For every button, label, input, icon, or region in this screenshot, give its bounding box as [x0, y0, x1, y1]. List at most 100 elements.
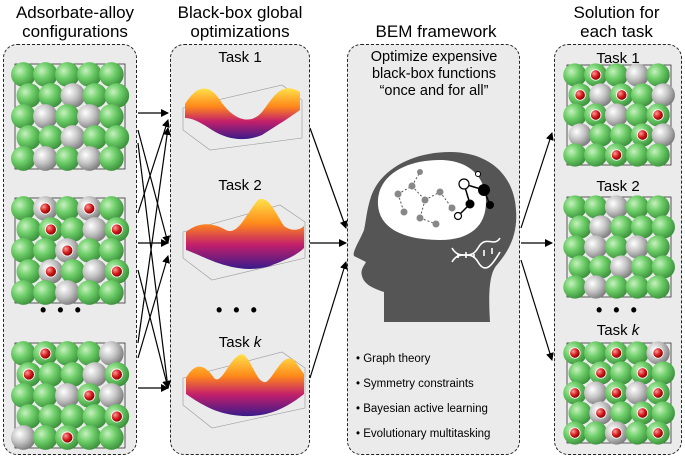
- bem-description-line2: black-box functions: [371, 66, 497, 82]
- metal-atom-green: [646, 63, 670, 87]
- metal-atom-green: [104, 125, 130, 150]
- bullet-bayesian-text: Bayesian active learning: [363, 403, 488, 415]
- metal-atom-green: [604, 235, 629, 259]
- adsorbate-atom-red: [44, 223, 57, 236]
- metal-atom-green: [563, 195, 587, 219]
- metal-atom-grey: [33, 104, 58, 129]
- header-configurations-line1: Adsorbate-alloy: [15, 3, 135, 22]
- header-optimizations-line2: optimizations: [190, 22, 290, 41]
- adsorbate-atom-red: [616, 89, 628, 101]
- adsorbate-atom-red: [110, 410, 123, 423]
- metal-atom-grey: [584, 235, 608, 259]
- metal-atom-green: [99, 146, 124, 171]
- metal-atom-green: [589, 123, 613, 147]
- metal-atom-green: [651, 401, 675, 425]
- solution-slab-2: [563, 195, 675, 299]
- metal-atom-green: [563, 143, 587, 167]
- brain-head-icon: [353, 152, 517, 322]
- metal-atom-grey: [60, 125, 86, 150]
- adsorbate-atom-red: [595, 367, 607, 379]
- metal-atom-green: [16, 217, 42, 242]
- bullet-evolutionary-multitasking: • Evolutionary multitasking: [356, 428, 491, 440]
- metal-atom-green: [563, 63, 587, 87]
- adsorbate-atom-red: [590, 69, 602, 81]
- metal-atom-grey: [651, 83, 675, 107]
- metal-atom-grey: [589, 215, 613, 239]
- metal-atom-green: [38, 83, 64, 108]
- adsorbate-atom-red: [569, 427, 581, 439]
- adsorbate-atom-red: [110, 223, 123, 236]
- metal-atom-green: [77, 425, 102, 450]
- task-1-label: Task 1: [218, 49, 262, 66]
- metal-atom-green: [604, 63, 629, 87]
- metal-atom-green: [651, 255, 675, 279]
- adsorbate-atom-red: [574, 89, 586, 101]
- metal-atom-green: [610, 401, 634, 425]
- header-solution: Solution for each task: [548, 3, 685, 41]
- metal-atom-grey: [11, 425, 36, 450]
- metal-atom-green: [610, 123, 634, 147]
- header-optimizations: Black-box global optimizations: [165, 3, 315, 41]
- header-solution-line1: Solution for: [573, 3, 660, 22]
- metal-atom-green: [16, 404, 42, 429]
- metal-atom-grey: [77, 146, 102, 171]
- connection-arrows-left: [137, 109, 172, 392]
- metal-atom-green: [568, 361, 592, 385]
- metal-atom-green: [568, 401, 592, 425]
- metal-atom-green: [589, 255, 613, 279]
- alloy-slab-1: [11, 62, 130, 171]
- adsorbate-atom-red: [44, 265, 57, 278]
- metal-atom-green: [625, 143, 649, 167]
- metal-atom-green: [563, 235, 587, 259]
- metal-atom-green: [82, 83, 108, 108]
- metal-atom-green: [33, 62, 58, 87]
- bullet-evolutionary-text: Evolutionary multitasking: [363, 428, 491, 440]
- adsorbate-atom-red: [569, 347, 581, 359]
- solution-task-k-label: Task k: [586, 322, 650, 339]
- metal-atom-green: [584, 195, 608, 219]
- adsorbate-atom-red: [610, 387, 623, 399]
- connection-arrows-to-solutions: [520, 132, 554, 361]
- metal-atom-green: [646, 275, 670, 299]
- metal-atom-green: [11, 383, 36, 408]
- metal-atom-green: [55, 62, 80, 87]
- metal-atom-green: [60, 362, 86, 387]
- metal-atom-grey: [33, 146, 58, 171]
- adsorbate-atom-red: [110, 368, 123, 381]
- adsorbate-atom-red: [22, 368, 35, 381]
- metal-atom-green: [55, 196, 80, 221]
- metal-atom-green: [77, 62, 102, 87]
- metal-atom-green: [11, 146, 36, 171]
- metal-atom-green: [60, 404, 86, 429]
- adsorbate-atom-red: [61, 244, 74, 257]
- metal-atom-grey: [610, 255, 634, 279]
- metal-atom-green: [38, 404, 64, 429]
- bem-description-line3: “once and for all”: [379, 83, 489, 99]
- metal-atom-green: [625, 275, 649, 299]
- metal-atom-green: [16, 83, 42, 108]
- metal-atom-green: [99, 104, 124, 129]
- header-optimizations-line1: Black-box global: [177, 3, 303, 22]
- metal-atom-grey: [589, 83, 613, 107]
- network-nodes-icon: [394, 169, 494, 228]
- metal-atom-green: [651, 215, 675, 239]
- surface-plot-task-k: [182, 351, 306, 429]
- metal-atom-green: [563, 103, 587, 127]
- task-k-prefix: Task: [218, 334, 254, 351]
- metal-atom-green: [11, 341, 36, 366]
- metal-atom-green: [630, 83, 655, 107]
- metal-atom-green: [33, 383, 58, 408]
- metal-atom-green: [55, 341, 80, 366]
- adsorbate-atom-red: [590, 109, 602, 121]
- solution-task-k-var: k: [631, 322, 640, 339]
- metal-atom-green: [99, 425, 124, 450]
- adsorbate-atom-red: [610, 149, 623, 161]
- metal-atom-grey: [55, 280, 80, 305]
- metal-atom-green: [630, 215, 655, 239]
- metal-atom-green: [55, 146, 80, 171]
- metal-atom-green: [99, 280, 124, 305]
- adsorbate-atom-red: [61, 431, 74, 444]
- task-2-label: Task 2: [218, 177, 262, 194]
- metal-atom-grey: [82, 362, 108, 387]
